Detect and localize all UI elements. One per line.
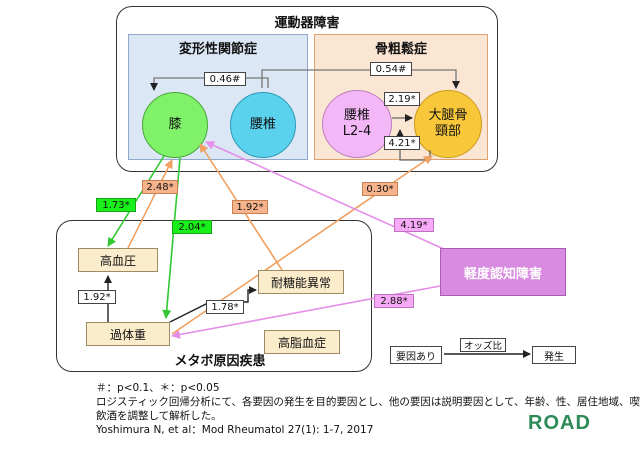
odds-overweight-to-glucose: 1.78* — [206, 300, 244, 314]
odds-glucose-to-knee: 1.92* — [232, 200, 268, 214]
lumbar-spine-node: 腰椎 — [230, 92, 296, 158]
odds-l24-to-fn: 2.19* — [384, 92, 420, 106]
road-logo: ROAD — [528, 412, 591, 434]
overweight-label: 過体重 — [109, 327, 146, 342]
legend-odds-ratio: オッズ比 — [460, 338, 506, 352]
hypertension-node: 高血圧 — [78, 248, 158, 272]
odds-hypertension-to-knee: 2.48* — [142, 180, 178, 194]
metabolic-disease-title: メタボ原因疾患 — [174, 354, 266, 369]
arrow-lumbar-femoral — [261, 69, 460, 89]
locomotive-disorder-frame — [116, 6, 498, 172]
locomotive-disorder-title: 運動器障害 — [274, 16, 340, 31]
citation: Yoshimura N, et al：Mod Rheumatol 27(1): … — [96, 424, 374, 436]
femoral-neck-label-line1: 大腿骨 — [428, 107, 468, 123]
arrow-mci-to-knee — [205, 141, 447, 251]
odds-lumbar-femoral: 0.54# — [370, 62, 412, 76]
osteoarthritis-title: 変形性関節症 — [178, 42, 257, 57]
hypertension-label: 高血圧 — [99, 253, 136, 268]
odds-fn-to-l24: 4.21* — [384, 136, 420, 150]
osteoporosis-title: 骨粗鬆症 — [374, 42, 427, 57]
legend-onset: 発生 — [532, 346, 576, 364]
arrow-hypertension-to-knee — [127, 159, 173, 249]
method-note-line1: ロジスティック回帰分析にて、各要因の発生を目的要因とし、他の要因は説明要因として… — [96, 396, 640, 408]
odds-mci-to-overweight: 2.88* — [374, 294, 414, 308]
lumbar-l24-label-line1: 腰椎 — [343, 107, 370, 123]
odds-overweight-to-hypertension: 1.92* — [78, 290, 116, 304]
mci-node: 軽度認知障害 — [440, 248, 566, 296]
knee-node: 膝 — [142, 92, 208, 158]
method-note-line2: 飲酒を調整して解析した。 — [96, 410, 222, 422]
odds-knee-to-hypertension: 1.73* — [96, 198, 136, 212]
overweight-node: 過体重 — [86, 322, 170, 346]
dyslipidemia-label: 高脂血症 — [277, 335, 326, 350]
lumbar-l24-label-line2: L2-4 — [342, 124, 372, 139]
lumbar-spine-label: 腰椎 — [249, 116, 276, 132]
metabolic-disease-frame — [56, 220, 372, 372]
lumbar-l24-node: 腰椎 L2-4 — [322, 90, 392, 158]
knee-label: 膝 — [168, 116, 182, 132]
significance-note: ＃：p<0.1、＊：p<0.05 — [96, 382, 220, 394]
impaired-glucose-label: 耐糖能異常 — [270, 275, 331, 290]
impaired-glucose-node: 耐糖能異常 — [258, 270, 344, 294]
femoral-neck-node: 大腿骨 頸部 — [414, 90, 482, 158]
odds-knee-to-overweight: 2.04* — [172, 220, 212, 234]
odds-mci-to-knee: 4.19* — [394, 218, 434, 232]
odds-knee-lumbar: 0.46# — [204, 72, 246, 86]
arrow-overweight-to-glucose — [169, 286, 257, 323]
femoral-neck-label-line2: 頸部 — [434, 124, 461, 139]
legend-cause: 要因あり — [390, 346, 442, 364]
mci-label: 軽度認知障害 — [463, 266, 542, 282]
odds-overweight-to-femoral: 0.30* — [362, 182, 398, 196]
dyslipidemia-node: 高脂血症 — [264, 330, 340, 354]
arrow-knee-to-hypertension — [107, 155, 165, 247]
